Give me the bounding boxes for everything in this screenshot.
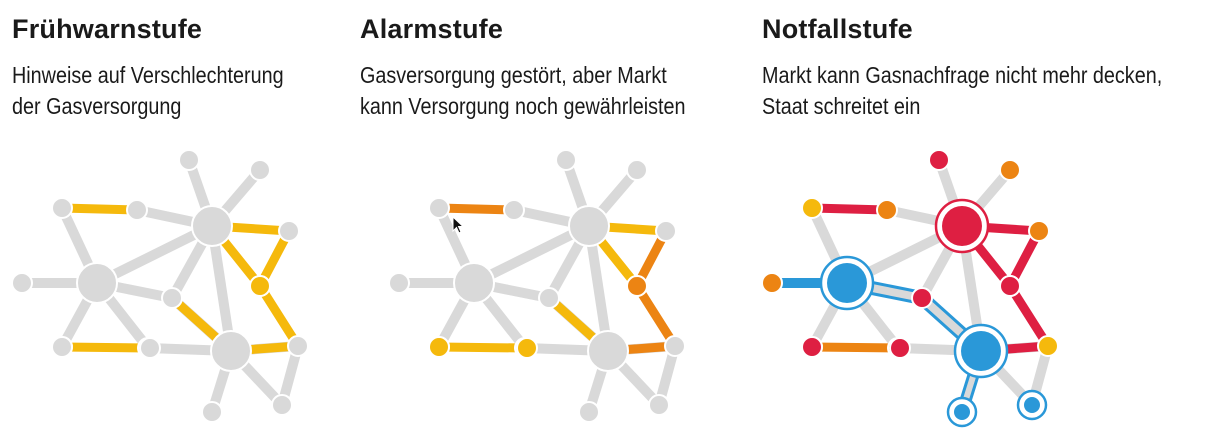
panel-description: Markt kann Gasnachfrage nicht mehr decke…	[762, 60, 1162, 122]
network-node	[249, 159, 271, 181]
panel-description: Hinweise auf Verschlechterung der Gasver…	[12, 60, 284, 122]
panel-title: Alarmstufe	[360, 14, 504, 44]
network-node	[911, 287, 933, 309]
network-hub	[827, 263, 867, 303]
network-node	[503, 199, 525, 221]
network-node	[1037, 335, 1059, 357]
network-node	[889, 337, 911, 359]
network-node	[664, 335, 686, 357]
network-hub	[453, 262, 495, 304]
network-node	[516, 337, 538, 359]
network-node	[876, 199, 898, 221]
network-node	[1024, 397, 1040, 413]
panel-title: Frühwarnstufe	[12, 14, 203, 44]
network-link	[807, 203, 892, 215]
network-node	[928, 149, 950, 171]
network-node	[648, 394, 670, 416]
network-link	[807, 342, 903, 353]
network-node	[555, 149, 577, 171]
panel-title: Notfallstufe	[762, 14, 913, 44]
network-link	[255, 281, 303, 351]
network-node	[161, 287, 183, 309]
network-hub	[942, 206, 982, 246]
network-link	[434, 203, 519, 215]
network-node	[51, 336, 73, 358]
panel-notfallstufe: Notfallstufe Markt kann Gasnachfrage nic…	[762, 0, 1202, 432]
network-link	[207, 221, 236, 356]
network-link	[469, 221, 594, 288]
network-node	[271, 394, 293, 416]
panel-description-line: Hinweise auf Verschlechterung	[12, 62, 284, 88]
network-link	[57, 342, 153, 353]
network-node	[287, 335, 309, 357]
network-node	[178, 149, 200, 171]
panel-fruehwarnstufe: Frühwarnstufe Hinweise auf Verschlechter…	[12, 0, 402, 432]
panel-description-line: Gasversorgung gestört, aber Markt	[360, 62, 667, 88]
network-link	[92, 221, 217, 288]
network-node	[761, 272, 783, 294]
network-node	[139, 337, 161, 359]
network-link	[584, 221, 613, 356]
network-node	[578, 401, 600, 423]
network-hub	[210, 330, 252, 372]
network-node	[428, 336, 450, 358]
network-hub	[568, 205, 610, 247]
panel-description-line: kann Versorgung noch gewährleisten	[360, 93, 686, 119]
network-node	[11, 272, 33, 294]
network-node	[655, 220, 677, 242]
network-node	[249, 275, 271, 297]
network-node	[538, 287, 560, 309]
network-node	[126, 199, 148, 221]
network-node	[388, 272, 410, 294]
network-link	[57, 203, 142, 215]
network-node	[278, 220, 300, 242]
network-node	[801, 197, 823, 219]
network-hub	[961, 331, 1001, 371]
network-node	[999, 159, 1021, 181]
network-hub	[587, 330, 629, 372]
network-node	[51, 197, 73, 219]
network-node	[626, 275, 648, 297]
network-node	[428, 197, 450, 219]
network-node	[626, 159, 648, 181]
network-link	[632, 281, 680, 351]
panel-alarmstufe: Alarmstufe Gasversorgung gestört, aber M…	[360, 0, 750, 432]
network-node	[801, 336, 823, 358]
network-link	[1005, 281, 1053, 351]
network-node	[201, 401, 223, 423]
network-node	[999, 275, 1021, 297]
network-node	[954, 404, 970, 420]
panel-description-line: der Gasversorgung	[12, 93, 182, 119]
network-hub	[191, 205, 233, 247]
panel-description-line: Staat schreitet ein	[762, 93, 921, 119]
panel-description: Gasversorgung gestört, aber Markt kann V…	[360, 60, 685, 122]
panel-description-line: Markt kann Gasnachfrage nicht mehr decke…	[762, 62, 1163, 88]
network-node	[1028, 220, 1050, 242]
network-hub	[76, 262, 118, 304]
network-link	[434, 342, 530, 353]
mouse-pointer-icon	[452, 216, 464, 234]
